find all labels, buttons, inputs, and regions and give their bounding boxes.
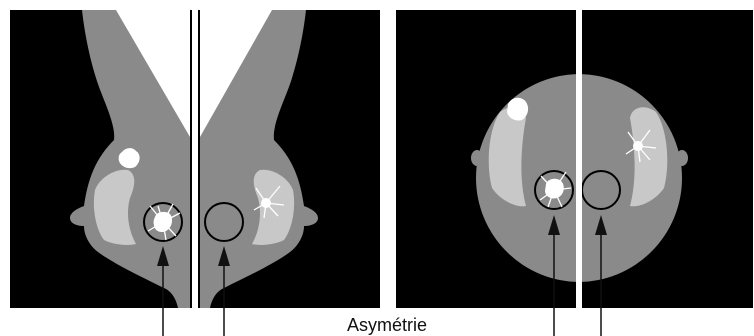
figure-caption: Asymétrie: [347, 315, 427, 335]
right-cc-nipple: [676, 150, 688, 166]
left-cc-calcification-small: [507, 98, 528, 121]
cc-view-pair: [396, 10, 753, 308]
left-cc-nipple: [471, 150, 483, 166]
mlo-view-pair: [10, 10, 380, 308]
right-cc-calcification-core: [633, 141, 643, 151]
right-mlo-calcification-core: [261, 198, 271, 208]
